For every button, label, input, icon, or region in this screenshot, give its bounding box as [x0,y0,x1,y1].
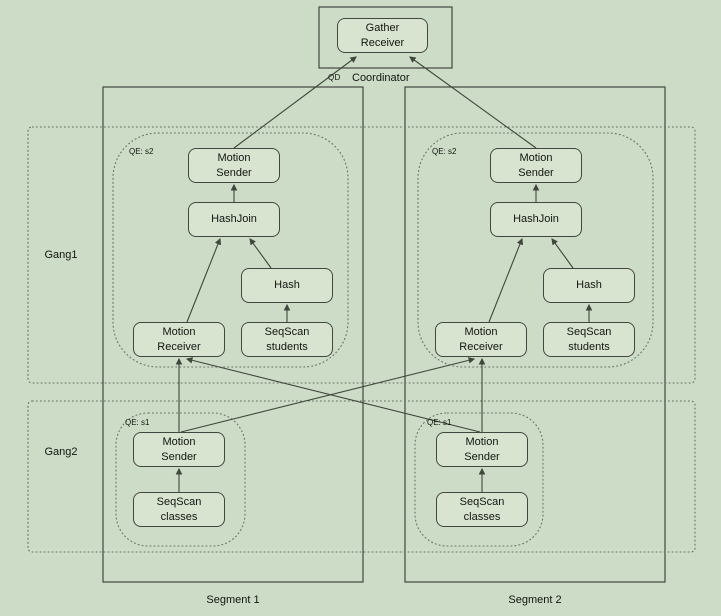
gang1-label: Gang1 [44,249,78,261]
node-hash-seg1: Hash [241,268,333,303]
edge-motion-receiver-to-hashjoin-seg1 [186,237,222,323]
coordinator-label: Coordinator [352,72,410,84]
node-motion-sender-seg2-gang1: Motion Sender [490,148,582,183]
node-seqscan-classes-seg2: SeqScan classes [436,492,528,527]
node-hashjoin-seg1: HashJoin [188,202,280,237]
qe-s2-label-seg2: QE: s2 [432,147,457,156]
node-motion-sender-seg1-gang1: Motion Sender [188,148,280,183]
node-motion-sender-seg2-gang2: Motion Sender [436,432,528,467]
edge-hash-to-hashjoin-seg1 [249,238,272,269]
node-seqscan-students-seg1: SeqScan students [241,322,333,357]
node-motion-sender-seg1-gang2: Motion Sender [133,432,225,467]
qe-s1-label-seg2: QE: s1 [427,418,452,427]
qe-s1-label-seg1: QE: s1 [125,418,150,427]
node-motion-receiver-seg1: Motion Receiver [133,322,225,357]
node-motion-receiver-seg2: Motion Receiver [435,322,527,357]
node-seqscan-students-seg2: SeqScan students [543,322,635,357]
edge-motion-receiver-to-hashjoin-seg2 [488,237,524,323]
qe-s2-label-seg1: QE: s2 [129,147,154,156]
node-hashjoin-seg2: HashJoin [490,202,582,237]
node-seqscan-classes-seg1: SeqScan classes [133,492,225,527]
node-gather-receiver: Gather Receiver [337,18,428,53]
segment2-label: Segment 2 [508,594,562,606]
node-hash-seg2: Hash [543,268,635,303]
edge-motion-sender-seg2-to-gather-receiver [409,56,537,149]
edge-motion-sender-seg1-to-gather-receiver [233,56,357,149]
segment1-label: Segment 1 [206,594,260,606]
gang2-label: Gang2 [44,446,78,458]
edge-hash-to-hashjoin-seg2 [551,238,574,269]
qd-tag-label: QD [328,73,341,82]
